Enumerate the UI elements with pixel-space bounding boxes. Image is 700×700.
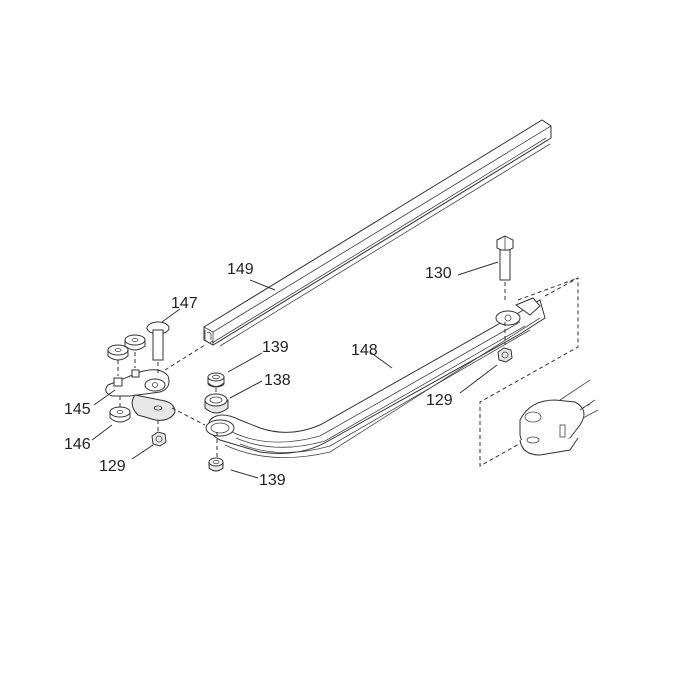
detail-inset-box — [479, 277, 591, 467]
label-148: 148 — [351, 342, 378, 359]
nut-129-arm — [497, 347, 513, 363]
label-139-top: 139 — [262, 339, 289, 356]
washer-146 — [109, 406, 131, 423]
bearing-138 — [204, 388, 229, 414]
part-labels: 149 130 147 139 148 138 145 129 146 129 … — [64, 261, 453, 489]
label-149: 149 — [227, 261, 254, 278]
label-129-bracket: 129 — [99, 458, 126, 475]
label-130: 130 — [425, 265, 452, 282]
label-139-bottom: 139 — [259, 472, 286, 489]
bushing-139-top — [207, 372, 225, 388]
clevis-detail — [519, 379, 599, 456]
bolt-130 — [496, 235, 514, 300]
label-147: 147 — [171, 295, 198, 312]
label-129-arm: 129 — [426, 392, 453, 409]
bushing-139-bottom — [208, 457, 224, 472]
pin-147 — [146, 321, 170, 374]
label-145: 145 — [64, 401, 91, 418]
leader-lines — [91, 261, 499, 479]
washers-top — [107, 334, 146, 361]
rail-149 — [203, 119, 552, 347]
nut-129-bracket — [151, 431, 167, 447]
label-146: 146 — [64, 436, 91, 453]
label-138: 138 — [264, 372, 291, 389]
alignment-lines — [164, 344, 206, 426]
arm-148 — [205, 297, 546, 458]
bracket-145 — [105, 352, 176, 432]
